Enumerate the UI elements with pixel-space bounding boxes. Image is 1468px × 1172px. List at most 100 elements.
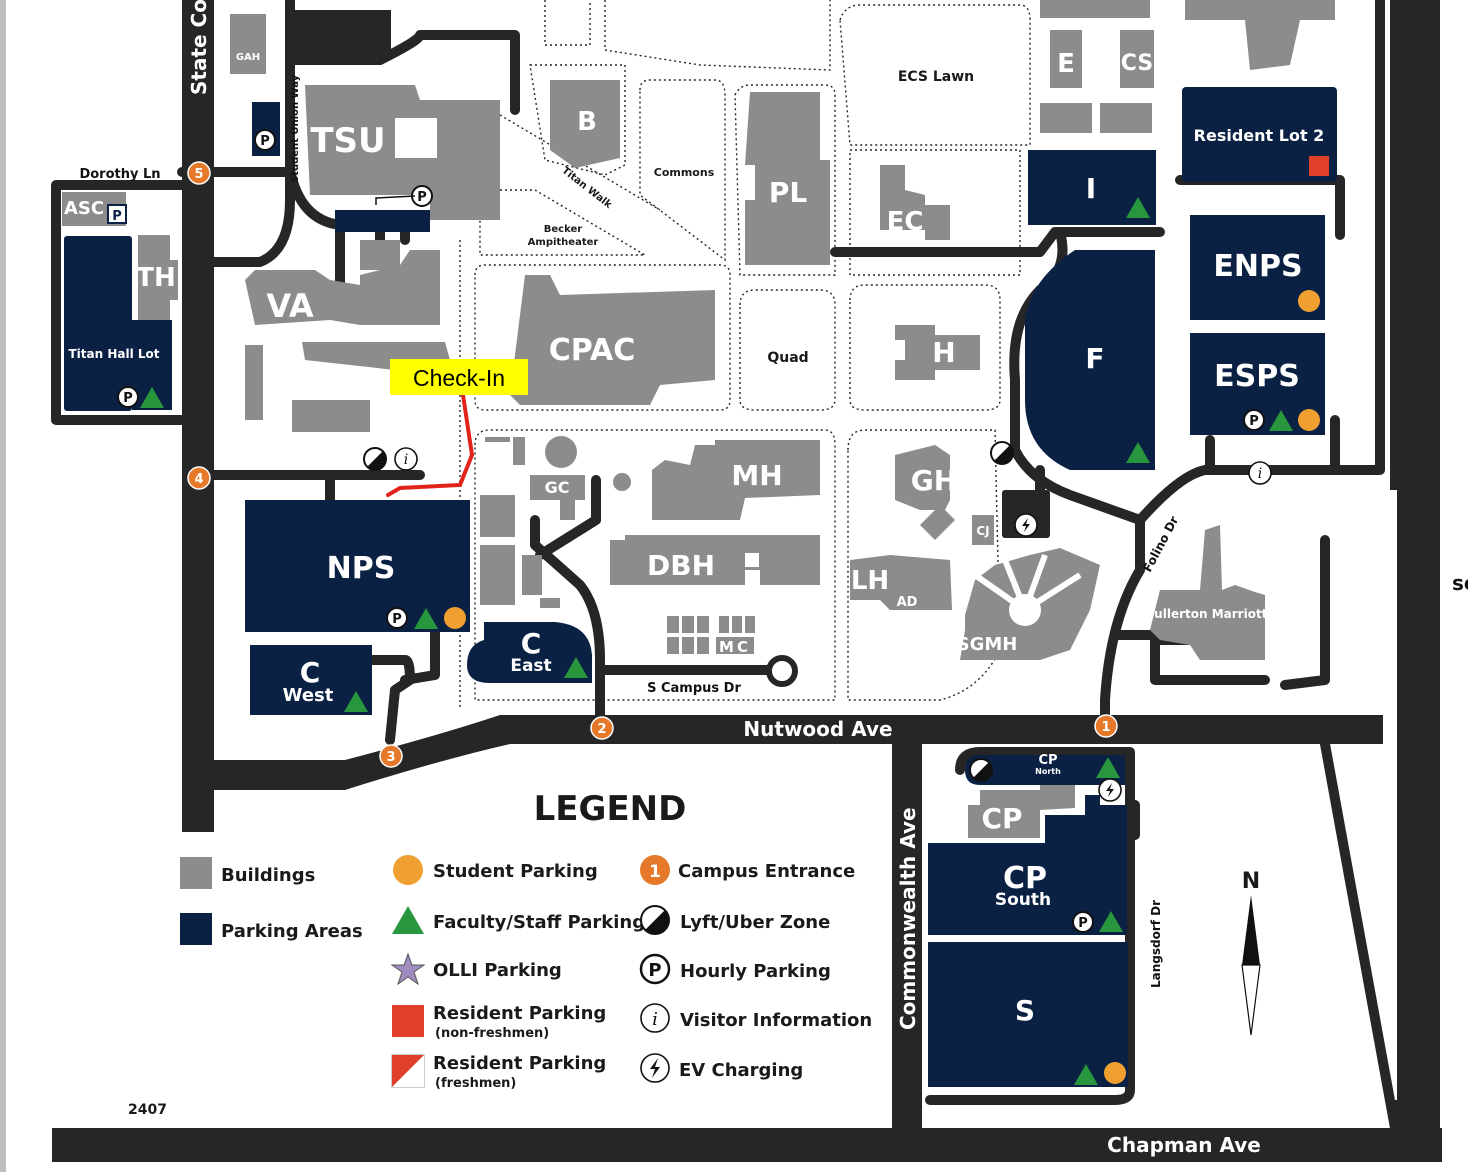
road-student-union-way: Student Union Way <box>290 74 301 183</box>
legend-parking-swatch <box>180 913 212 945</box>
legend-lyft-icon <box>640 905 670 935</box>
campus-entrances: 1 2 3 4 5 <box>187 161 1118 768</box>
visitor-info-east <box>1248 461 1272 485</box>
building-h-label: H <box>932 336 955 369</box>
lot-enps-label: ENPS <box>1213 249 1302 284</box>
building-e-label: E <box>1057 49 1075 79</box>
building-lh <box>850 555 952 610</box>
building-gc <box>530 475 585 520</box>
building-gc-left <box>480 495 515 537</box>
legend-buildings-swatch <box>180 857 212 889</box>
building-gh-label: GH <box>911 464 957 497</box>
legend-entrance-icon <box>640 855 670 885</box>
lot-c-west-sublabel: West <box>283 685 334 706</box>
building-cp <box>968 785 1075 838</box>
lot-cp-north-label: CP <box>1038 753 1057 768</box>
lyft-zone-gh <box>990 441 1015 466</box>
building-e <box>1050 30 1082 88</box>
building-gc-left3 <box>522 555 542 595</box>
entrance-5: 5 <box>187 161 211 185</box>
lot-titan-hall <box>64 236 132 411</box>
lot-resident-2-label: Resident Lot 2 <box>1194 126 1325 145</box>
building-cpac <box>510 275 715 405</box>
road-state-college: State Coll <box>187 0 211 95</box>
area-becker-2: Ampitheater <box>528 237 599 248</box>
legend-hourly-parking: Hourly Parking <box>680 961 831 982</box>
building-dark-block <box>295 10 391 60</box>
svg-text:1: 1 <box>1101 720 1110 735</box>
building-fullerton-marriott-label: Fullerton Marriott <box>1147 607 1268 621</box>
building-mh <box>652 440 820 520</box>
road-s-campus-dr: S Campus Dr <box>647 681 741 696</box>
building-b <box>550 80 620 168</box>
lot-cp-south-sublabel: South <box>995 890 1051 910</box>
entrance-1: 1 <box>1094 714 1118 738</box>
building-dbh-label: DBH <box>647 549 715 582</box>
building-asc-label: ASC <box>64 198 104 219</box>
lyft-zone-nps <box>363 447 388 472</box>
building-top-right <box>1185 0 1335 70</box>
legend-hourly-icon: P <box>639 953 671 985</box>
building-th <box>138 235 178 320</box>
area-quad: Quad <box>767 350 808 366</box>
check-in-box <box>390 359 528 395</box>
building-ad-label: AD <box>897 595 918 610</box>
building-sgmh-label: SGMH <box>957 634 1018 655</box>
lot-c-east <box>467 622 592 683</box>
lot-resident-2 <box>1182 87 1337 182</box>
lot-i-label: I <box>1086 172 1096 205</box>
legend-faculty-parking: Faculty/Staff Parking <box>433 912 645 933</box>
building-cpac-label: CPAC <box>549 333 635 368</box>
building-pl-label: PL <box>769 176 808 209</box>
building-gc-a <box>485 437 510 442</box>
area-titan-walk: Titan Walk <box>560 165 614 211</box>
legend-ev-charging: EV Charging <box>679 1060 803 1081</box>
legend-resident-parking-2: Resident Parking <box>433 1053 606 1074</box>
legend-resident-icon <box>392 1005 424 1037</box>
lot-s <box>928 942 1128 1087</box>
svg-text:5: 5 <box>194 167 203 182</box>
lot-nps-label: NPS <box>327 551 396 586</box>
lot-s-label: S <box>1015 994 1035 1027</box>
area-becker-1: Becker <box>544 224 582 235</box>
svg-text:4: 4 <box>194 472 203 487</box>
roads <box>51 0 1442 1162</box>
north-label: N <box>1242 869 1260 894</box>
road-langsdorf-dr: Langsdorf Dr <box>1149 900 1163 988</box>
legend-resident-fresh: (freshmen) <box>435 1076 516 1091</box>
building-cj-label: CJ <box>976 524 989 538</box>
legend-student-icon <box>393 855 423 885</box>
lot-cp-south-label: CP <box>1003 861 1047 896</box>
road-labels: State Coll Dorothy Ln Student Union Way … <box>79 0 1468 1157</box>
building-small-box <box>292 400 370 432</box>
building-gc-round <box>545 436 577 468</box>
legend-faculty-icon <box>392 906 424 934</box>
road-dorothy-ln: Dorothy Ln <box>79 167 160 182</box>
road-nutwood-ave: Nutwood Ave <box>743 717 892 741</box>
building-dbh <box>610 535 820 585</box>
building-left-small <box>245 345 263 420</box>
legend-visitor-info: Visitor Information <box>680 1010 872 1031</box>
lot-titan-hall-label: Titan Hall Lot <box>68 347 159 361</box>
building-ec <box>880 165 950 240</box>
s-campus-dr-roundabout <box>766 655 798 687</box>
road-commonwealth-ave: Commonwealth Ave <box>896 807 920 1030</box>
lot-enps <box>1190 215 1325 320</box>
entrance-3: 3 <box>379 744 403 768</box>
page-edge <box>0 0 6 1172</box>
lot-c-east-label: C <box>521 627 542 660</box>
parking-lots: Resident Lot 2 I ENPS ESPS F Titan Hall … <box>64 87 1337 1087</box>
visitor-info-nps <box>394 447 418 471</box>
building-va-annex <box>360 240 400 270</box>
area-commons: Commons <box>654 166 715 179</box>
legend-resident-fresh-icon <box>392 1055 424 1087</box>
lot-nps <box>245 500 470 632</box>
building-b-label: B <box>577 107 597 137</box>
building-fullerton-marriott <box>1150 525 1265 660</box>
building-cs <box>1120 30 1154 88</box>
building-mc-blocks <box>667 616 755 654</box>
building-lh-label: LH <box>851 566 889 596</box>
area-ecs-lawn: ECS Lawn <box>898 69 974 85</box>
clipped-edge-text: sc <box>1452 571 1468 595</box>
